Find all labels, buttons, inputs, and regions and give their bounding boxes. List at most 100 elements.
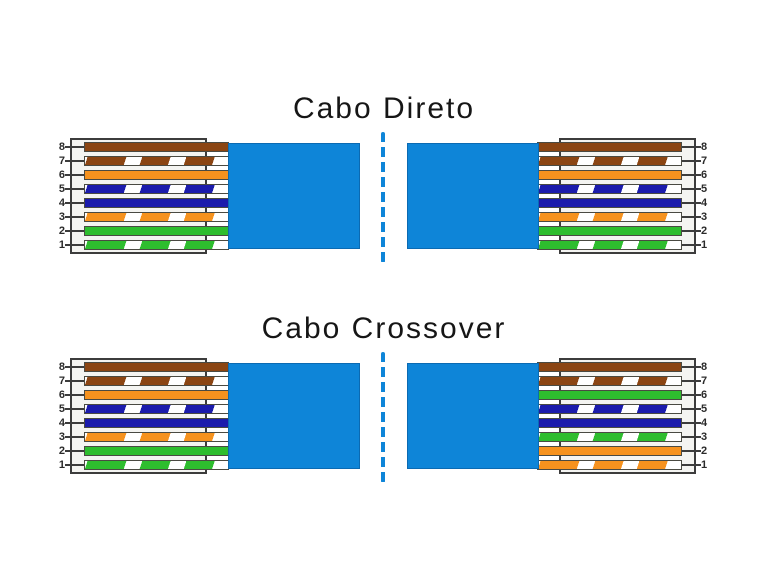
pin-leader-line <box>65 244 84 246</box>
pin-leader-line <box>65 216 84 218</box>
wire-row: 1 <box>537 239 707 251</box>
diagram-title: Cabo Crossover <box>261 312 507 345</box>
wire-row: 8 <box>537 361 707 373</box>
pin-leader-line <box>65 202 84 204</box>
wire-bar-orange <box>537 170 682 180</box>
pin-number-label: 7 <box>701 375 708 387</box>
wire-row: 2 <box>537 225 707 237</box>
pin-leader-line <box>682 188 701 190</box>
wire-bar-blue <box>84 418 229 428</box>
pin-number-label: 1 <box>701 239 708 251</box>
pin-leader-line <box>682 436 701 438</box>
wire-bar-brown <box>84 142 229 152</box>
splice-dashed-divider-line <box>381 352 385 483</box>
pin-number-label: 6 <box>701 169 708 181</box>
wire-row: 4 <box>59 197 229 209</box>
pin-leader-line <box>65 450 84 452</box>
pin-number-label: 8 <box>58 361 65 373</box>
pin-leader-line <box>682 464 701 466</box>
wire-bar-white-blue-stripe <box>84 184 229 194</box>
pin-number-label: 8 <box>701 361 708 373</box>
wire-bar-white-brown-stripe <box>84 156 229 166</box>
pin-number-label: 8 <box>58 141 65 153</box>
wire-bar-blue <box>537 198 682 208</box>
wire-bar-white-green-stripe <box>537 432 682 442</box>
pin-number-label: 7 <box>58 155 65 167</box>
wire-bar-orange <box>537 446 682 456</box>
wire-bar-green <box>537 226 682 236</box>
wire-row: 1 <box>59 239 229 251</box>
wire-bar-white-orange-stripe <box>537 460 682 470</box>
pin-leader-line <box>65 174 84 176</box>
wire-row: 6 <box>59 169 229 181</box>
wire-bar-white-blue-stripe <box>537 184 682 194</box>
pin-number-label: 6 <box>58 389 65 401</box>
pin-number-label: 2 <box>58 225 65 237</box>
wire-row: 6 <box>537 389 707 401</box>
pin-number-label: 2 <box>58 445 65 457</box>
wire-row: 5 <box>59 403 229 415</box>
pin-leader-line <box>682 408 701 410</box>
pin-leader-line <box>65 366 84 368</box>
wire-row: 4 <box>59 417 229 429</box>
pin-number-label: 5 <box>701 403 708 415</box>
pin-number-label: 4 <box>701 197 708 209</box>
pin-leader-line <box>65 394 84 396</box>
wire-bar-white-brown-stripe <box>84 376 229 386</box>
pin-leader-line <box>682 216 701 218</box>
wire-row: 3 <box>537 211 707 223</box>
pin-number-label: 3 <box>58 211 65 223</box>
pin-number-label: 1 <box>58 459 65 471</box>
splice-dashed-divider-line <box>381 132 385 263</box>
wire-bar-orange <box>84 390 229 400</box>
pin-number-label: 7 <box>58 375 65 387</box>
rj45-connector-left: 8 7 6 5 4 3 2 1 <box>59 138 229 254</box>
pin-leader-line <box>65 436 84 438</box>
pin-number-label: 3 <box>58 431 65 443</box>
wire-row: 8 <box>59 141 229 153</box>
pin-leader-line <box>682 174 701 176</box>
rj45-connector-right: 8 7 6 5 4 3 2 1 <box>537 138 707 254</box>
wire-row: 1 <box>537 459 707 471</box>
wire-row: 6 <box>59 389 229 401</box>
wire-bar-green <box>537 390 682 400</box>
wire-row: 4 <box>537 197 707 209</box>
pin-leader-line <box>65 380 84 382</box>
wire-row: 3 <box>59 431 229 443</box>
pin-leader-line <box>682 450 701 452</box>
pin-number-label: 3 <box>701 211 708 223</box>
wire-row: 5 <box>537 403 707 415</box>
pin-number-label: 2 <box>701 225 708 237</box>
diagram-crossover: Cabo Crossover 8 7 6 5 4 3 2 1 8 <box>0 312 768 512</box>
wire-bar-white-green-stripe <box>84 240 229 250</box>
cable-sheath-left <box>228 143 360 249</box>
pin-number-label: 6 <box>58 169 65 181</box>
wire-bar-brown <box>537 362 682 372</box>
pin-leader-line <box>65 160 84 162</box>
wire-bar-blue <box>84 198 229 208</box>
wire-row: 5 <box>537 183 707 195</box>
pin-leader-line <box>682 380 701 382</box>
wire-row: 7 <box>537 155 707 167</box>
wire-row: 7 <box>537 375 707 387</box>
cable-sheath-right <box>407 363 539 469</box>
wire-row: 3 <box>537 431 707 443</box>
wire-row: 2 <box>59 225 229 237</box>
pin-leader-line <box>65 230 84 232</box>
pin-leader-line <box>682 230 701 232</box>
wire-bar-white-orange-stripe <box>537 212 682 222</box>
pin-number-label: 2 <box>701 445 708 457</box>
wire-bar-white-blue-stripe <box>84 404 229 414</box>
pin-number-label: 4 <box>58 417 65 429</box>
pin-leader-line <box>65 188 84 190</box>
pin-number-label: 1 <box>58 239 65 251</box>
pin-number-label: 5 <box>58 403 65 415</box>
wire-row: 8 <box>537 141 707 153</box>
wire-bar-white-brown-stripe <box>537 376 682 386</box>
diagram-title: Cabo Direto <box>292 92 476 125</box>
wire-bar-white-orange-stripe <box>84 432 229 442</box>
wire-bar-blue <box>537 418 682 428</box>
rj45-connector-right: 8 7 6 5 4 3 2 1 <box>537 358 707 474</box>
wire-row: 1 <box>59 459 229 471</box>
wire-row: 3 <box>59 211 229 223</box>
